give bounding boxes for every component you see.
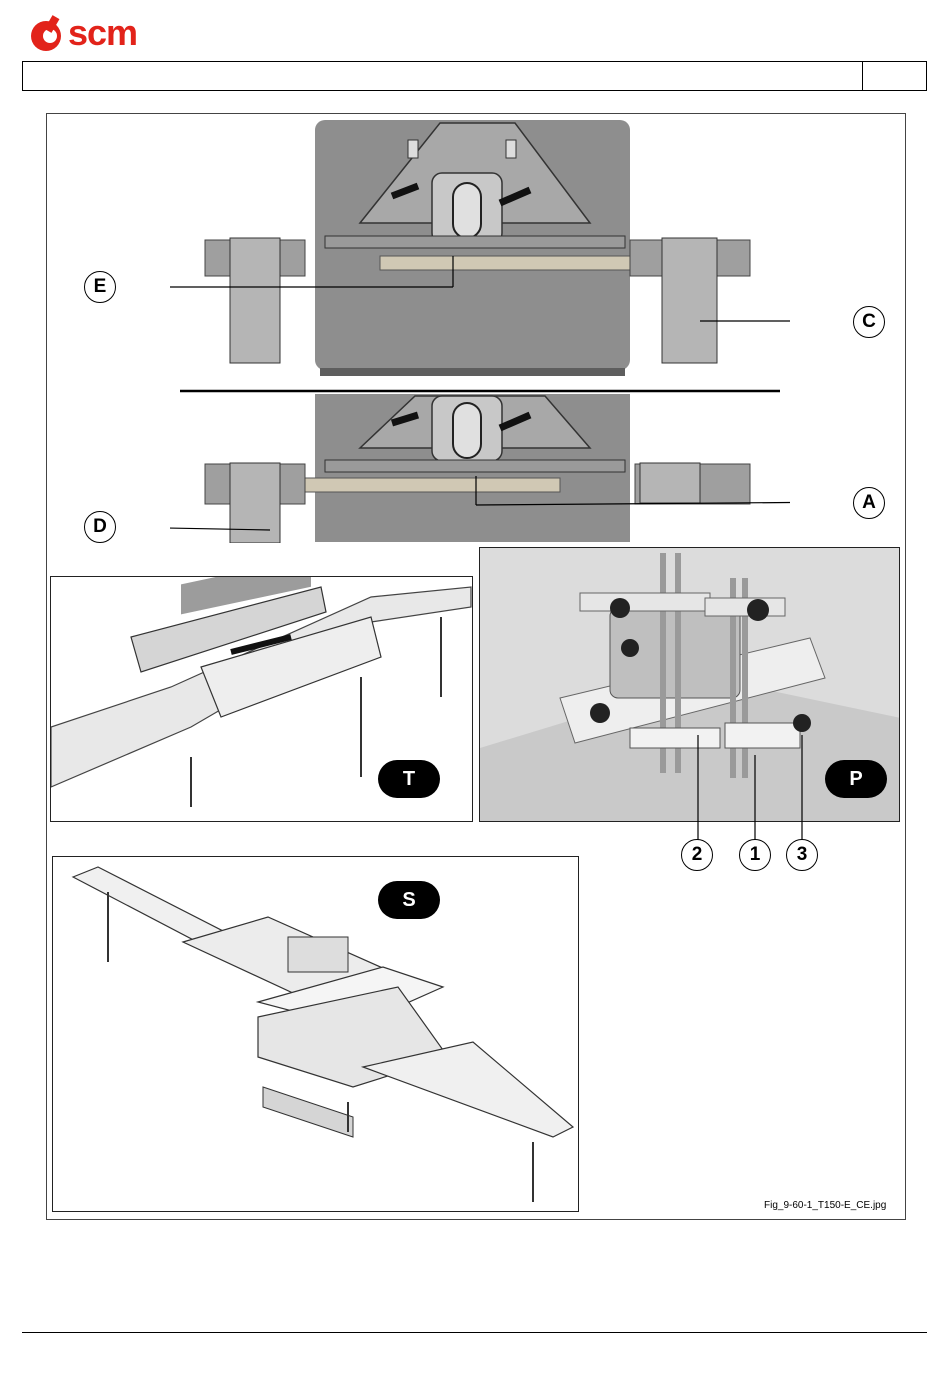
pressure-pad-right-upper <box>662 238 717 363</box>
logo-text: scm <box>68 12 137 54</box>
callout-C: C <box>853 306 885 338</box>
callout-D: D <box>84 511 116 543</box>
badge-T: T <box>378 760 440 798</box>
callout-A: A <box>853 487 885 519</box>
workpiece-upper <box>380 256 662 270</box>
panel-S: S <box>52 856 579 1212</box>
footer-line <box>22 1332 927 1333</box>
scm-logo: scm <box>28 14 158 54</box>
panel-S-illustration <box>53 857 579 1212</box>
top-view-illustration <box>170 118 790 543</box>
callout-1: 1 <box>739 839 771 871</box>
badge-P: P <box>825 760 887 798</box>
pressure-pad-left-lower <box>230 463 280 543</box>
badge-S: S <box>378 881 440 919</box>
panel-P-leaders <box>690 725 820 845</box>
scm-logo-icon <box>28 14 68 54</box>
pressure-pad-left-upper <box>230 238 280 363</box>
figure-caption: Fig_9-60-1_T150-E_CE.jpg <box>764 1200 886 1211</box>
callout-2: 2 <box>681 839 713 871</box>
callout-E: E <box>84 271 116 303</box>
header-bar <box>22 61 927 91</box>
callout-3: 3 <box>786 839 818 871</box>
panel-T: T <box>50 576 473 822</box>
pressure-pad-right-lower <box>640 463 700 503</box>
header-divider <box>862 62 863 90</box>
workpiece-lower <box>280 478 560 492</box>
